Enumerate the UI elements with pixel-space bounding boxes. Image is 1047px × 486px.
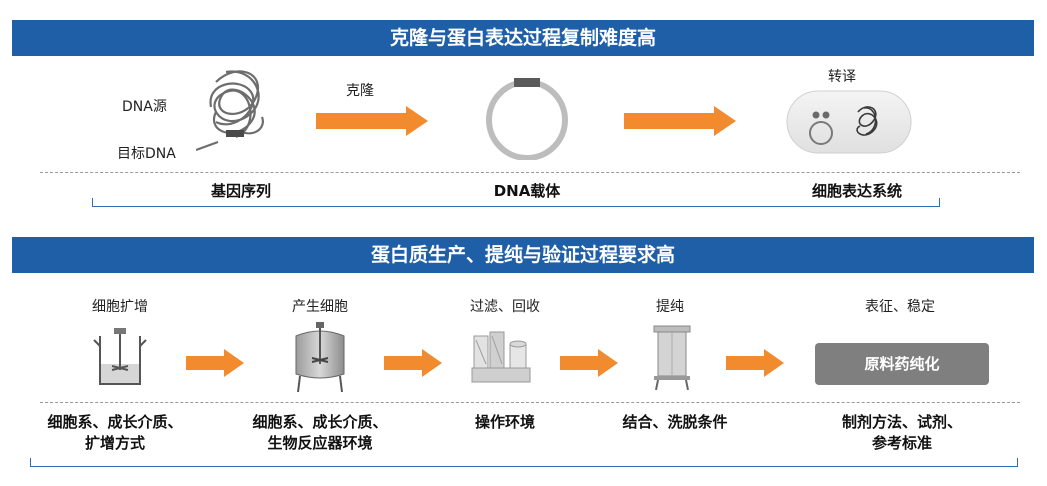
- purification-column-icon: [653, 325, 691, 390]
- step4-conditions-line1: 结合、洗脱条件: [622, 413, 728, 431]
- step3-conditions: 操作环境: [445, 412, 565, 433]
- step5-top-label: 表征、稳定: [865, 299, 935, 315]
- step5-conditions: 制剂方法、试剂、 参考标准: [815, 412, 989, 454]
- target-dna-label: 目标DNA: [117, 146, 176, 162]
- process-arrow-4-icon: [726, 349, 784, 377]
- dna-source-label: DNA源: [122, 99, 167, 115]
- section1-bracket: [92, 198, 940, 207]
- step1-conditions-line2: 扩增方式: [84, 434, 145, 452]
- step2-top-label: 产生细胞: [292, 299, 348, 315]
- clone-label: 克隆: [346, 83, 374, 99]
- section2-bracket: [30, 458, 1018, 467]
- step2-conditions-line2: 生物反应器环境: [267, 434, 373, 452]
- process-arrow-2-icon: [384, 349, 442, 377]
- step2-conditions-line1: 细胞系、成长介质、: [252, 413, 388, 431]
- stage-gene-sequence: 基因序列: [210, 182, 271, 200]
- step1-conditions: 细胞系、成长介质、 扩增方式: [30, 412, 200, 454]
- step3-conditions-line1: 操作环境: [474, 413, 535, 431]
- step5-conditions-line1: 制剂方法、试剂、: [841, 413, 962, 431]
- filter-recovery-icon: [471, 331, 531, 383]
- section1-banner: 克隆与蛋白表达过程复制难度高: [12, 20, 1034, 56]
- bioreactor-icon: [295, 322, 345, 392]
- section1-title: 克隆与蛋白表达过程复制难度高: [389, 27, 656, 49]
- step1-top-label: 细胞扩增: [92, 299, 148, 315]
- section2-title: 蛋白质生产、提纯与验证过程要求高: [370, 244, 675, 266]
- section2-banner: 蛋白质生产、提纯与验证过程要求高: [12, 237, 1034, 273]
- dna-coil-icon: [196, 70, 264, 152]
- translate-arrow-icon: [624, 106, 736, 136]
- api-purification-box: 原料药纯化: [815, 343, 989, 385]
- final-box-label: 原料药纯化: [864, 355, 940, 373]
- cell-expression-icon: [786, 90, 912, 154]
- step2-conditions: 细胞系、成长介质、 生物反应器环境: [230, 412, 410, 454]
- step4-conditions: 结合、洗脱条件: [595, 412, 755, 433]
- clone-arrow-icon: [316, 106, 428, 136]
- beaker-icon: [93, 328, 147, 385]
- process-arrow-3-icon: [560, 349, 618, 377]
- translate-label: 转译: [828, 69, 856, 85]
- step5-conditions-line2: 参考标准: [871, 434, 932, 452]
- stage-cell-expression: 细胞表达系统: [811, 182, 902, 200]
- stage-dna-vector: DNA载体: [493, 182, 561, 200]
- step1-conditions-line1: 细胞系、成长介质、: [47, 413, 183, 431]
- step4-top-label: 提纯: [656, 299, 684, 315]
- section1-divider: [40, 172, 1020, 173]
- section2-divider: [40, 402, 1020, 403]
- plasmid-ring-icon: [486, 78, 568, 160]
- step3-top-label: 过滤、回收: [470, 299, 540, 315]
- process-arrow-1-icon: [186, 349, 244, 377]
